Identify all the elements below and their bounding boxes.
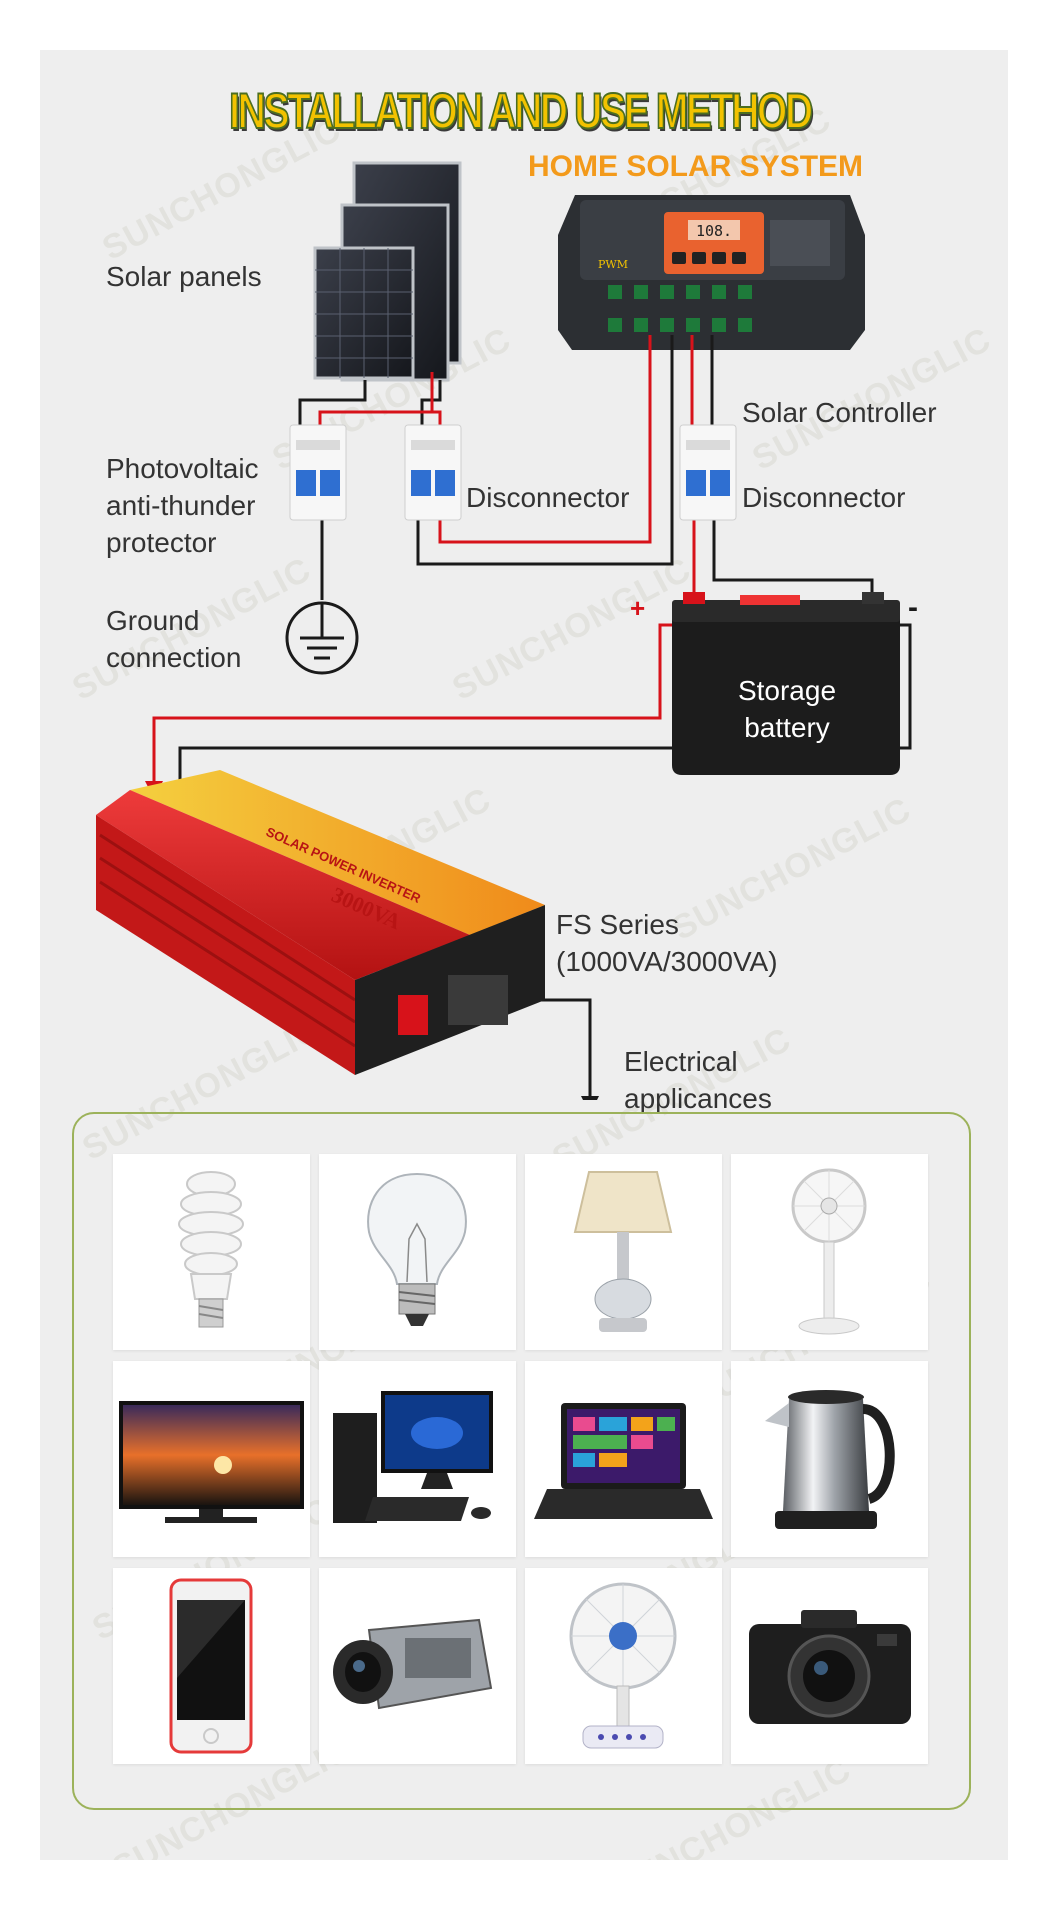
appliance-cell [525, 1568, 722, 1764]
pv-protector-label-line1: Photovoltaic [106, 453, 259, 484]
battery-minus-sign: - [908, 591, 918, 624]
appliances-label-line2: applicances [624, 1083, 772, 1114]
system-subtitle: HOME SOLAR SYSTEM [528, 150, 864, 183]
controller-badge: PWM [598, 258, 628, 271]
table-lamp-icon [573, 1171, 673, 1332]
right-disconnector-icon [679, 424, 737, 521]
solar-panels-icon [313, 161, 462, 382]
appliance-cell [319, 1568, 516, 1764]
appliance-cell [731, 1154, 928, 1350]
standing-fan-icon [791, 1168, 867, 1335]
wiring-diagram: 108. PWM [96, 161, 918, 1100]
solar-controller-icon: 108. PWM [558, 195, 865, 350]
battery-label: Storage battery [672, 672, 902, 746]
inverter-label-line1: FS Series [556, 909, 679, 940]
appliance-cell [113, 1568, 310, 1764]
digital-camera-icon [749, 1610, 911, 1724]
smartphone-icon [169, 1578, 253, 1754]
inverter-label-line2: (1000VA/3000VA) [556, 946, 778, 977]
right-disconnector-label: Disconnector [742, 482, 906, 513]
solar-inverter-icon: 3000VA SOLAR POWER INVERTER [96, 770, 545, 1075]
solar-panels-label: Solar panels [106, 261, 262, 292]
pv-protector-label-line2: anti-thunder [106, 490, 256, 521]
laptop-icon [534, 1403, 713, 1519]
energy-saving-bulb-icon [178, 1171, 244, 1328]
appliance-cell [113, 1154, 310, 1350]
left-disconnector-icon [404, 424, 462, 521]
appliance-cell [525, 1361, 722, 1557]
appliances-frame [72, 1112, 971, 1810]
television-icon [119, 1401, 304, 1523]
desktop-computer-icon [333, 1391, 493, 1523]
appliance-cell [731, 1361, 928, 1557]
page-title: INSTALLATION AND USE METHOD [228, 82, 814, 140]
ground-label-line2: connection [106, 642, 242, 673]
pv-protector-breaker-icon [289, 424, 347, 521]
battery-label-line1: Storage [737, 675, 837, 706]
incandescent-bulb-icon [367, 1172, 467, 1326]
pv-protector-label-line3: protector [106, 527, 217, 558]
camcorder-icon [333, 1618, 493, 1710]
appliance-cell [525, 1154, 722, 1350]
appliance-cell [319, 1361, 516, 1557]
ground-label-line1: Ground [106, 605, 200, 636]
desk-fan-icon [569, 1582, 677, 1749]
controller-display: 108. [696, 222, 732, 240]
appliance-cell [113, 1361, 310, 1557]
solar-controller-label: Solar Controller [742, 397, 937, 428]
battery-plus-sign: + [630, 593, 645, 623]
battery-label-line2: battery [744, 712, 830, 743]
appliance-cell [731, 1568, 928, 1764]
left-disconnector-label: Disconnector [466, 482, 630, 513]
storage-battery-icon [672, 592, 900, 775]
electric-kettle-icon [765, 1390, 895, 1529]
ground-icon [285, 601, 359, 675]
appliance-cell [319, 1154, 516, 1350]
appliances-label-line1: Electrical [624, 1046, 738, 1077]
